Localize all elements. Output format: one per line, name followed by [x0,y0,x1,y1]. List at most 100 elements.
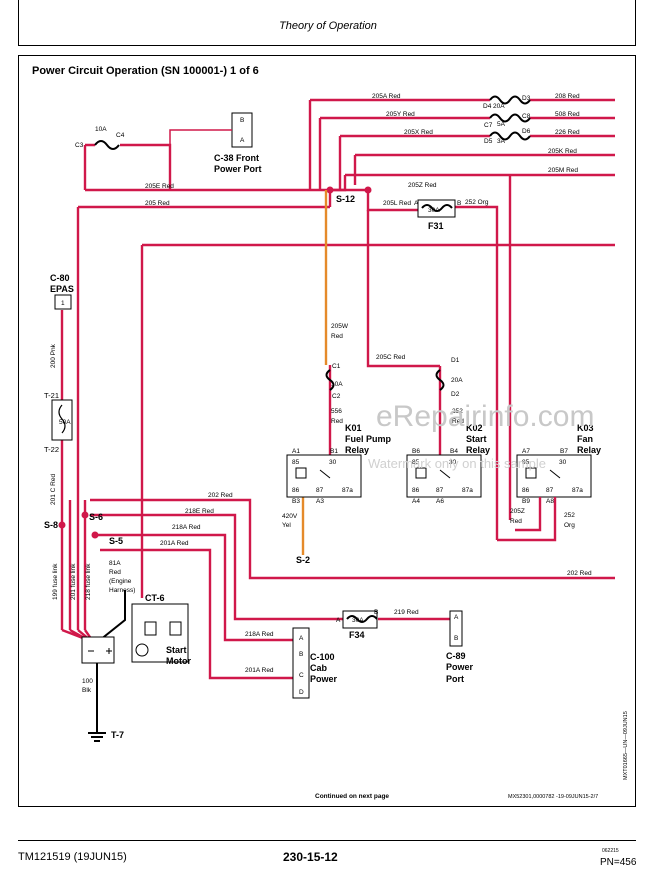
f31-pin-a: A [414,200,419,207]
c100-l2: Cab [310,663,328,673]
fuse-c1: C1 [332,363,341,370]
c89-pin-b: B [454,635,458,642]
k02-p86: 86 [412,487,420,494]
wire-205w-a: 205W [331,323,349,330]
t7-name: T-7 [111,730,124,740]
splice-s8-dot [58,521,66,529]
fuse-d1: D1 [451,357,460,364]
fuse-c2: C2 [332,393,341,400]
k03-name: K03 [577,423,594,433]
k02-l3: Relay [466,445,490,455]
wire-201c: 201 C Red [50,474,57,505]
fuse-d6: D6 [522,128,531,135]
wire-201a: 201A Red [160,540,189,547]
continued-note: Continued on next page [315,793,389,800]
f31-rating: 30A [428,207,440,214]
k03-pin-b9: B9 [522,498,530,505]
fuse-d4: D4 [483,103,492,110]
f34-rating: 30A [352,617,364,624]
wire-508: 508 Red [555,111,580,118]
wire-556-a: 556 [331,408,342,415]
wire-252-red-a: 252 [452,408,463,415]
c38-pin-b: B [240,117,244,124]
c89-l2: Power [446,662,474,672]
wire-100-blk-b: Blk [82,687,92,694]
c100-l3: Power [310,674,338,684]
diagram-frame [18,55,636,807]
k02-pin-b6: B6 [412,448,420,455]
k01-pin-b1: B1 [330,448,338,455]
wire-81a-1: 81A [109,560,121,567]
top-bus-fuses [94,95,531,150]
fuse-c8: C8 [522,113,531,120]
fuse-d3: D3 [522,95,531,102]
wire-205m: 205M Red [548,167,578,174]
k01-p30: 30 [329,459,337,466]
ref-code: MX52301,0000782 -19-09JUN15-2/7 [508,794,598,800]
f34-pin-a: A [336,617,341,624]
k03-pin-a7: A7 [522,448,530,455]
t22-name: T-22 [44,445,59,454]
wire-205k: 205K Red [548,148,577,155]
wire-205z: 205Z Red [408,182,437,189]
k03-p30: 30 [559,459,567,466]
k01-relay-box [286,454,362,498]
f31-name: F31 [428,221,444,231]
c100-name: C-100 [310,652,335,662]
wire-81a-3: (Engine [109,578,132,585]
wire-208: 208 Red [555,93,580,100]
k03-l3: Relay [577,445,601,455]
wire-218e: 218E Red [185,508,214,515]
wire-252-org2-b: Org [564,522,575,529]
ct6-name: CT-6 [145,593,165,603]
k02-l2: Start [466,434,487,444]
fuse-20a: 20A [493,103,505,110]
k02-relay-box [406,454,482,498]
k03-p87: 87 [546,487,554,494]
wire-252-org2-a: 252 [564,512,575,519]
wire-226: 226 Red [555,129,580,136]
k02-pin-a6: A6 [436,498,444,505]
watermark-sub: Watermark only on this sample [368,456,546,471]
wire-252-org: 252 Org [465,199,489,206]
s2-name: S-2 [296,555,310,565]
splice-s5-dot [91,531,99,539]
k01-pin-a1: A1 [292,448,300,455]
wire-218a: 218A Red [172,524,201,531]
c100-pin-b: B [299,651,303,658]
wire-219: 219 Red [394,609,419,616]
fuse-c4: C4 [116,132,125,139]
top-bus-wires [78,98,615,598]
header-bottom-rule [18,45,636,46]
k03-pin-b7: B7 [560,448,568,455]
k03-p85: 85 [522,459,530,466]
c38-sub: Power Port [214,164,262,174]
wire-556-b: Red [331,418,343,425]
s5-name: S-5 [109,536,123,546]
k01-p86: 86 [292,487,300,494]
wire-205z2-b: Red [510,518,522,525]
c80-name: C-80 [50,273,70,283]
splice-s12-dot [326,186,334,194]
t21-fuse-box [51,399,73,441]
wire-81a-4: Harness) [109,587,135,594]
f34-name: F34 [349,630,365,640]
c89-connector [449,610,463,647]
splice-s12-dot-2 [364,186,372,194]
footer-rule [18,840,636,841]
s6-name: S-6 [89,512,103,522]
c89-name: C-89 [446,651,466,661]
k01-pin-a3: A3 [316,498,324,505]
c80-connector [54,294,72,310]
wire-100-blk-a: 100 [82,678,93,685]
c38-pin-a: A [240,137,245,144]
fuse-5a: 5A [497,121,506,128]
s8-name: S-8 [44,520,58,530]
wire-81a-2: Red [109,569,121,576]
k01-l3: Relay [345,445,369,455]
wire-202b: 202 Red [567,570,592,577]
c80-sub: EPAS [50,284,74,294]
fuse-3a: 3A [497,138,506,145]
k01-p85: 85 [292,459,300,466]
t21-name: T-21 [44,391,59,400]
